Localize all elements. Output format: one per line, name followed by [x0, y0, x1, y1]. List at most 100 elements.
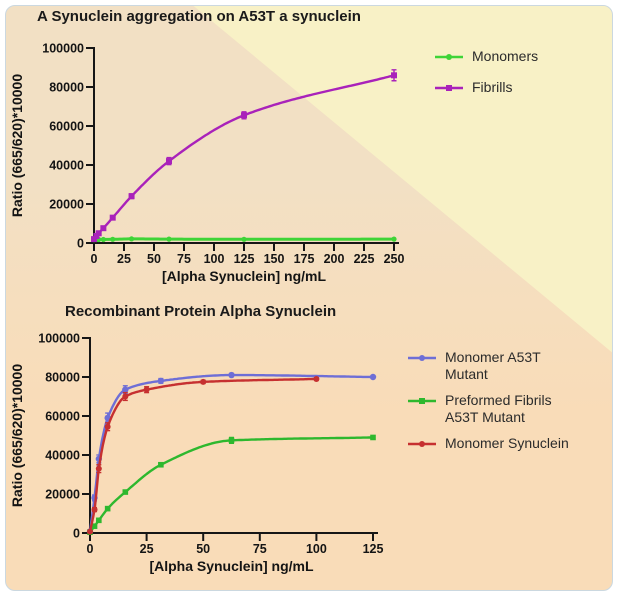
svg-text:150: 150 — [264, 252, 285, 266]
data-point-marker — [228, 437, 235, 444]
svg-text:25: 25 — [140, 542, 154, 556]
legend-label: Fibrills — [472, 79, 513, 96]
data-point-marker — [391, 236, 397, 242]
svg-text:50: 50 — [196, 542, 210, 556]
legend-label: Preformed Fibrils A53T Mutant — [445, 392, 552, 426]
monomer-synuclein-series-swatch-icon — [408, 441, 436, 448]
svg-text:60000: 60000 — [45, 410, 80, 424]
y-axis-title: Ratio (665/620)*10000 — [9, 74, 25, 217]
preformed-fibrils-a53t-mutant-series-swatch-icon — [408, 398, 436, 405]
data-point-marker — [200, 378, 207, 385]
svg-text:80000: 80000 — [45, 371, 80, 385]
data-point-marker — [122, 386, 129, 393]
figure-card: A Synuclein aggregation on A53T a synucl… — [5, 5, 613, 591]
svg-text:60000: 60000 — [49, 120, 84, 134]
data-point-marker — [166, 236, 172, 242]
bottom-chart-title: Recombinant Protein Alpha Synuclein — [65, 303, 337, 320]
data-point-marker — [96, 236, 102, 243]
svg-text:100: 100 — [306, 542, 327, 556]
svg-text:20000: 20000 — [45, 488, 80, 502]
axes — [82, 337, 378, 541]
data-point-marker — [95, 230, 102, 237]
data-point-marker — [122, 489, 129, 495]
legend-item-fibrills: Fibrills — [434, 79, 538, 96]
y-axis-title: Ratio (665/620)*10000 — [9, 364, 25, 507]
data-point-marker — [128, 193, 135, 200]
svg-text:50: 50 — [147, 252, 161, 266]
data-point-marker — [166, 158, 172, 165]
svg-text:100000: 100000 — [42, 42, 84, 56]
svg-text:40000: 40000 — [49, 159, 84, 173]
svg-text:80000: 80000 — [49, 81, 84, 95]
svg-text:75: 75 — [253, 542, 267, 556]
svg-text:100: 100 — [204, 252, 225, 266]
svg-text:125: 125 — [363, 542, 384, 556]
data-point-marker — [87, 529, 93, 536]
x-axis-title: [Alpha Synuclein] ng/mL — [162, 268, 327, 284]
series-monomer-a53t-mutant — [86, 371, 377, 535]
data-point-marker — [110, 236, 116, 242]
legend-item-preformed-fibrils-a53t-mutant: Preformed Fibrils A53T Mutant — [407, 392, 582, 426]
data-point-marker — [109, 214, 116, 221]
series-preformed-fibrils-a53t-mutant — [87, 434, 376, 536]
data-point-marker — [91, 237, 97, 243]
svg-text:175: 175 — [294, 252, 315, 266]
svg-text:0: 0 — [91, 252, 98, 266]
data-point-marker — [93, 232, 100, 239]
svg-text:25: 25 — [117, 252, 131, 266]
data-point-marker — [241, 112, 247, 119]
legend-label: Monomer Synuclein — [445, 435, 569, 452]
svg-text:40000: 40000 — [45, 449, 80, 463]
data-point-marker — [91, 523, 98, 529]
x-axis-title: [Alpha Synuclein] ng/mL — [149, 558, 314, 574]
data-point-marker — [93, 236, 99, 243]
data-point-marker — [95, 455, 103, 463]
svg-text:200: 200 — [324, 252, 345, 266]
svg-text:225: 225 — [354, 252, 375, 266]
data-point-marker — [370, 434, 376, 441]
data-point-marker — [157, 377, 165, 385]
data-point-marker — [91, 506, 98, 513]
data-point-marker — [158, 461, 164, 468]
data-point-marker — [143, 386, 150, 393]
svg-text:0: 0 — [77, 237, 84, 251]
data-point-marker — [104, 423, 111, 430]
data-point-marker — [241, 236, 247, 242]
data-point-marker — [100, 225, 107, 232]
data-point-marker — [86, 528, 94, 535]
series-monomers — [91, 236, 397, 243]
data-point-marker — [369, 373, 377, 381]
data-point-marker — [96, 517, 102, 524]
svg-text:0: 0 — [73, 527, 80, 541]
data-point-marker — [91, 494, 98, 502]
legend-label: Monomer A53T Mutant — [445, 349, 541, 383]
data-point-marker — [95, 465, 102, 472]
svg-text:75: 75 — [177, 252, 191, 266]
legend-item-monomer-synuclein: Monomer Synuclein — [407, 435, 582, 452]
series-monomer-synuclein — [87, 375, 320, 535]
svg-text:125: 125 — [234, 252, 255, 266]
monomer-a53t-mutant-series-swatch-icon — [408, 355, 436, 361]
data-point-marker — [128, 236, 135, 242]
legend-item-monomers: Monomers — [434, 48, 538, 65]
legend-label: Monomers — [472, 48, 539, 64]
data-point-marker — [122, 393, 129, 400]
top-chart-title: A Synuclein aggregation on A53T a synucl… — [37, 8, 361, 25]
bottom-chart-plot: 0 25 50 75 100 125 0 20000 40000 60000 80000 100000… — [9, 332, 383, 575]
legend-item-monomer-a53t-mutant: Monomer A53T Mutant — [407, 349, 582, 383]
svg-text:100000: 100000 — [38, 332, 80, 346]
data-point-marker — [313, 375, 320, 382]
tick-labels: 0 25 50 75 100 125 0 20000 40000 60000 80000 100000 — [38, 332, 383, 557]
svg-text:0: 0 — [87, 542, 94, 556]
data-point-marker — [100, 236, 106, 243]
fibrills-series-swatch-icon — [435, 85, 463, 92]
data-point-marker — [91, 236, 97, 243]
data-point-marker — [87, 528, 93, 535]
monomers-series-swatch-icon — [435, 54, 463, 60]
data-point-marker — [228, 371, 235, 379]
data-point-marker — [104, 414, 111, 422]
svg-text:250: 250 — [384, 252, 405, 266]
